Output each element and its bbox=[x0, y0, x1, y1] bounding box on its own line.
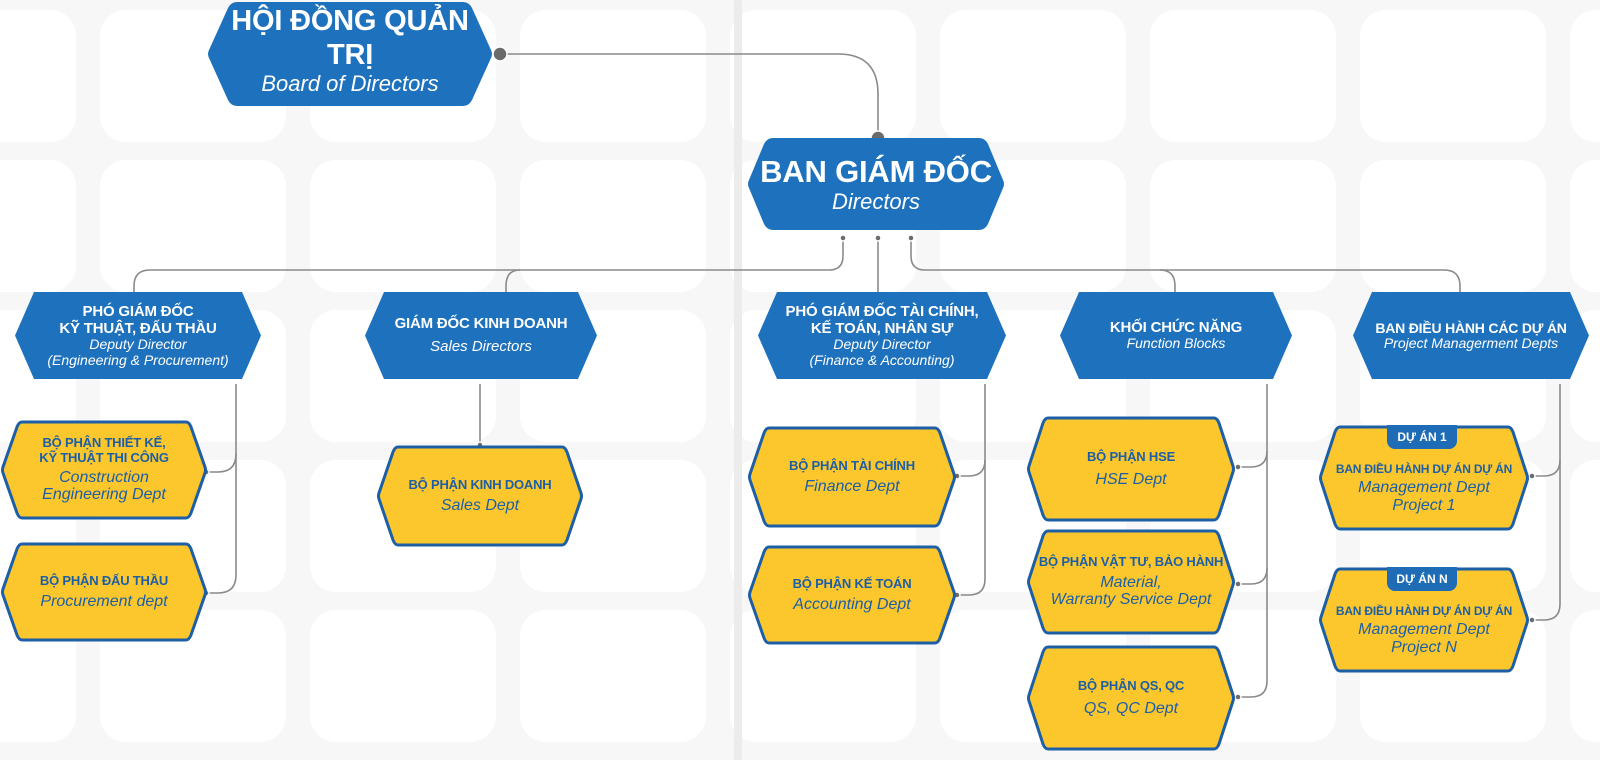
board-connector-dot bbox=[492, 46, 508, 62]
deputy-director-engineering-box: PHÓ GIÁM ĐỐC KỸ THUẬT, ĐẤU THẦU Deputy D… bbox=[14, 291, 262, 380]
projects-to-projectn-line bbox=[1532, 460, 1561, 621]
sales-dept-subtitle: Sales Dept bbox=[440, 496, 520, 514]
material-warranty-dept-title: BỘ PHẬN VẬT TƯ, BẢO HÀNH bbox=[1038, 553, 1224, 569]
finance-dept-title: BỘ PHẬN TÀI CHÍNH bbox=[789, 457, 915, 473]
construction-engineering-dept-subtitle: Construction Engineering Dept bbox=[42, 468, 166, 504]
deputy-director-finance-box: PHÓ GIÁM ĐỐC TÀI CHÍNH, KẾ TOÁN, NHÂN SỰ… bbox=[757, 291, 1007, 380]
accounting-dept-box: BỘ PHẬN KẾ TOÁN Accounting Dept bbox=[747, 545, 957, 645]
directors-to-projects-line bbox=[910, 236, 1461, 298]
project-n-management-subtitle: Management Dept Project N bbox=[1358, 621, 1490, 657]
function-blocks-subtitle: Function Blocks bbox=[1126, 335, 1226, 352]
hse-dot bbox=[1234, 463, 1242, 471]
qs-qc-dept-subtitle: QS, QC Dept bbox=[1083, 699, 1179, 717]
engineering-to-construction-line bbox=[206, 384, 237, 473]
directors-center-dot bbox=[874, 234, 882, 242]
sales-director-box: GIÁM ĐỐC KINH DOANH Sales Directors bbox=[364, 291, 598, 380]
procurement-dept-title: BỘ PHẬN ĐẤU THẦU bbox=[39, 572, 169, 588]
project-1-tag: DỰ ÁN 1 bbox=[1387, 425, 1457, 449]
project-management-depts-subtitle: Project Managerment Depts bbox=[1383, 334, 1559, 351]
hse-dept-box: BỘ PHẬN HSE HSE Dept bbox=[1026, 416, 1236, 522]
hse-dept-subtitle: HSE Dept bbox=[1095, 470, 1167, 488]
finance-to-accounting-line bbox=[957, 460, 986, 596]
project-management-depts-box: BAN ĐIỀU HÀNH CÁC DỰ ÁN Project Managerm… bbox=[1352, 291, 1590, 380]
board-subtitle: Board of Directors bbox=[261, 71, 439, 97]
finance-dept-subtitle: Finance Dept bbox=[804, 477, 900, 495]
procurement-dept-subtitle: Procurement dept bbox=[40, 592, 168, 610]
board-of-directors-box: HỘI ĐỒNG QUẢN TRỊ Board of Directors bbox=[205, 0, 495, 108]
directors-right-dot bbox=[907, 234, 915, 242]
functions-to-qsqc-line bbox=[1238, 568, 1268, 698]
deputy-director-finance-title: PHÓ GIÁM ĐỐC TÀI CHÍNH, KẾ TOÁN, NHÂN SỰ bbox=[785, 302, 979, 337]
directors-box: BAN GIÁM ĐỐC Directors bbox=[745, 136, 1007, 232]
project-1-management-box: DỰ ÁN 1 BAN ĐIỀU HÀNH DỰ ÁN DỰ ÁN Manage… bbox=[1318, 425, 1530, 531]
qsqc-dot bbox=[1234, 693, 1242, 701]
engineering-to-procurement-line bbox=[206, 454, 237, 594]
construction-engineering-dept-box: BỘ PHẬN THIẾT KẾ, KỸ THUẬT THI CÔNG Cons… bbox=[0, 420, 208, 520]
directors-title: BAN GIÁM ĐỐC bbox=[760, 153, 992, 189]
material-warranty-dept-subtitle: Material, Warranty Service Dept bbox=[1050, 573, 1212, 609]
procurement-dept-box: BỘ PHẬN ĐẤU THẦU Procurement dept bbox=[0, 542, 208, 642]
sales-dept-title: BỘ PHẬN KINH DOANH bbox=[408, 476, 552, 492]
project-n-tag: DỰ ÁN N bbox=[1387, 567, 1457, 591]
sales-director-title: GIÁM ĐỐC KINH DOANH bbox=[394, 315, 568, 333]
material-dot bbox=[1234, 580, 1242, 588]
directors-to-functions-line bbox=[1159, 269, 1176, 298]
project-1-management-subtitle: Management Dept Project 1 bbox=[1358, 479, 1490, 515]
project-1-management-title: BAN ĐIỀU HÀNH DỰ ÁN DỰ ÁN bbox=[1335, 461, 1513, 476]
board-to-directors-line bbox=[500, 53, 879, 136]
functions-to-hse-line bbox=[1238, 384, 1268, 468]
accounting-dept-title: BỘ PHẬN KẾ TOÁN bbox=[792, 575, 912, 591]
function-blocks-title: KHỐI CHỨC NĂNG bbox=[1109, 319, 1243, 337]
accounting-dept-subtitle: Accounting Dept bbox=[793, 595, 911, 613]
qs-qc-dept-box: BỘ PHẬN QS, QC QS, QC Dept bbox=[1026, 645, 1236, 751]
functions-to-material-line bbox=[1238, 451, 1268, 585]
sales-director-subtitle: Sales Directors bbox=[430, 337, 532, 355]
material-warranty-dept-box: BỘ PHẬN VẬT TƯ, BẢO HÀNH Material, Warra… bbox=[1026, 529, 1236, 635]
directors-left-dot bbox=[839, 234, 847, 242]
sales-dept-box: BỘ PHẬN KINH DOANH Sales Dept bbox=[376, 445, 584, 547]
finance-to-financedept-line bbox=[957, 384, 986, 477]
project1-dot bbox=[1528, 472, 1536, 480]
project-n-management-title: BAN ĐIỀU HÀNH DỰ ÁN DỰ ÁN bbox=[1335, 603, 1513, 618]
finance-dept-box: BỘ PHẬN TÀI CHÍNH Finance Dept bbox=[747, 426, 957, 528]
deputy-director-engineering-title: PHÓ GIÁM ĐỐC KỸ THUẬT, ĐẤU THẦU bbox=[59, 302, 217, 337]
hse-dept-title: BỘ PHẬN HSE bbox=[1086, 448, 1176, 464]
function-blocks-box: KHỐI CHỨC NĂNG Function Blocks bbox=[1059, 291, 1293, 380]
project-management-depts-title: BAN ĐIỀU HÀNH CÁC DỰ ÁN bbox=[1375, 319, 1567, 336]
projects-to-project1-line bbox=[1532, 384, 1561, 477]
directors-to-sales-line bbox=[505, 269, 521, 298]
directors-subtitle: Directors bbox=[831, 188, 920, 214]
deputy-director-engineering-subtitle: Deputy Director (Engineering & Procureme… bbox=[47, 336, 229, 368]
construction-engineering-dept-title: BỘ PHẬN THIẾT KẾ, KỸ THUẬT THI CÔNG bbox=[39, 434, 169, 465]
deputy-director-finance-subtitle: Deputy Director (Finance & Accounting) bbox=[809, 336, 955, 368]
qs-qc-dept-title: BỘ PHẬN QS, QC bbox=[1077, 677, 1185, 693]
board-title: HỘI ĐỒNG QUẢN TRỊ bbox=[231, 5, 469, 71]
directors-to-engineering-line bbox=[133, 236, 844, 298]
project-n-management-box: DỰ ÁN N BAN ĐIỀU HÀNH DỰ ÁN DỰ ÁN Manage… bbox=[1318, 567, 1530, 673]
